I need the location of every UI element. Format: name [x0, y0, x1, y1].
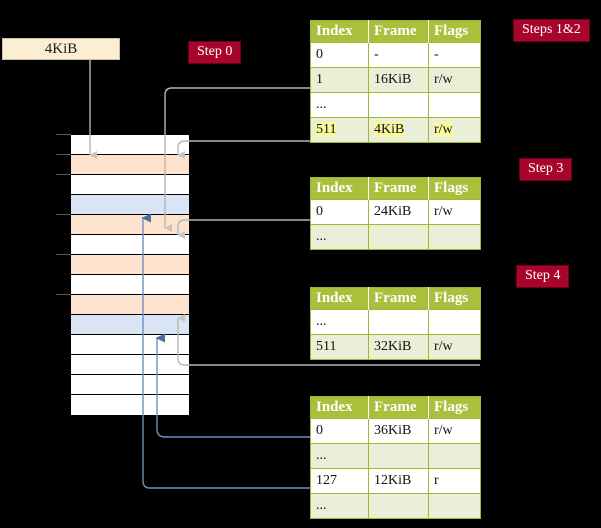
grid-tick-mark — [56, 154, 71, 155]
cell-index: ... — [310, 493, 369, 519]
cell-index: 511 — [310, 334, 369, 360]
table-row: ... — [310, 224, 481, 250]
table-row: ... — [310, 443, 481, 469]
table-header-row: Index Frame Flags — [310, 177, 481, 200]
cell-frame — [368, 224, 429, 250]
table-header-row: Index Frame Flags — [310, 20, 481, 43]
column-header-flags: Flags — [428, 396, 481, 419]
table-header-row: Index Frame Flags — [310, 396, 481, 419]
column-header-index: Index — [310, 287, 369, 310]
grid-tick-mark — [56, 214, 71, 215]
table-row: 0 - - — [310, 42, 481, 68]
memory-row — [71, 175, 189, 195]
cell-frame — [368, 92, 429, 118]
highlighted-value: r/w — [434, 122, 453, 137]
wire-table1-row511-to-grid — [177, 140, 480, 159]
cell-index: ... — [310, 224, 369, 250]
table-header-row: Index Frame Flags — [310, 287, 481, 310]
cell-frame: 16KiB — [368, 67, 429, 93]
column-header-frame: Frame — [368, 177, 429, 200]
step-badge-step-3: Step 3 — [519, 158, 573, 182]
table-row-highlighted: 511 4KiB r/w — [310, 117, 481, 143]
page-table-2: Index Frame Flags 0 24KiB r/w ... — [310, 177, 481, 250]
memory-row — [71, 395, 189, 415]
memory-row — [71, 335, 189, 355]
cell-flags — [428, 309, 481, 335]
cell-index: 127 — [310, 468, 369, 494]
page-table-3: Index Frame Flags ... 511 32KiB r/w — [310, 287, 481, 360]
cell-index: 0 — [310, 42, 369, 68]
cell-frame — [368, 309, 429, 335]
step-badge-step-4: Step 4 — [516, 265, 570, 289]
cell-frame: 24KiB — [368, 199, 429, 225]
memory-row — [71, 155, 189, 175]
highlighted-value: 511 — [316, 122, 337, 137]
cell-flags: r/w — [428, 418, 481, 444]
step-badge-step-0: Step 0 — [188, 41, 242, 65]
memory-row — [71, 315, 189, 335]
table-row: 127 12KiB r — [310, 468, 481, 494]
cell-frame: 12KiB — [368, 468, 429, 494]
cell-index: ... — [310, 92, 369, 118]
page-table-4: Index Frame Flags 0 36KiB r/w ... 127 12… — [310, 396, 481, 519]
column-header-frame: Frame — [368, 20, 429, 43]
column-header-frame: Frame — [368, 287, 429, 310]
table-row: ... — [310, 309, 481, 335]
cell-flags — [428, 443, 481, 469]
cell-index: ... — [310, 309, 369, 335]
grid-tick-mark — [56, 174, 71, 175]
cell-index: 0 — [310, 418, 369, 444]
grid-tick-mark — [56, 294, 71, 295]
cell-index: 1 — [310, 67, 369, 93]
memory-row — [71, 295, 189, 315]
table-row: 1 16KiB r/w — [310, 67, 481, 93]
cell-flags: r/w — [428, 199, 481, 225]
cell-index: 511 — [310, 117, 369, 143]
physical-memory-grid — [70, 134, 190, 415]
cell-frame: - — [368, 42, 429, 68]
cell-frame: 32KiB — [368, 334, 429, 360]
table-row: ... — [310, 92, 481, 118]
memory-row — [71, 255, 189, 275]
memory-row — [71, 355, 189, 375]
cell-frame — [368, 493, 429, 519]
cell-flags: r/w — [428, 67, 481, 93]
column-header-index: Index — [310, 177, 369, 200]
highlighted-value: 4KiB — [374, 122, 405, 137]
cell-frame — [368, 443, 429, 469]
grid-tick-mark — [56, 254, 71, 255]
column-header-flags: Flags — [428, 20, 481, 43]
step-badge-steps-1-2: Steps 1&2 — [513, 19, 590, 43]
cell-frame: 4KiB — [368, 117, 429, 143]
memory-row — [71, 195, 189, 215]
column-header-index: Index — [310, 20, 369, 43]
column-header-index: Index — [310, 396, 369, 419]
cell-flags — [428, 92, 481, 118]
cell-index: ... — [310, 443, 369, 469]
cell-flags — [428, 493, 481, 519]
column-header-flags: Flags — [428, 177, 481, 200]
frame-box-4kib: 4KiB — [2, 38, 120, 60]
grid-tick-mark — [56, 134, 71, 135]
page-table-1: Index Frame Flags 0 - - 1 16KiB r/w ... … — [310, 20, 481, 143]
cell-flags: - — [428, 42, 481, 68]
cell-flags: r — [428, 468, 481, 494]
cell-flags: r/w — [428, 117, 481, 143]
column-header-flags: Flags — [428, 287, 481, 310]
column-header-frame: Frame — [368, 396, 429, 419]
memory-row — [71, 235, 189, 255]
table-row: 0 36KiB r/w — [310, 418, 481, 444]
cell-frame: 36KiB — [368, 418, 429, 444]
cell-flags — [428, 224, 481, 250]
table-row: ... — [310, 493, 481, 519]
memory-row — [71, 375, 189, 395]
memory-row — [71, 215, 189, 235]
memory-row — [71, 275, 189, 295]
cell-index: 0 — [310, 199, 369, 225]
memory-row — [71, 135, 189, 155]
table-row: 0 24KiB r/w — [310, 199, 481, 225]
table-row: 511 32KiB r/w — [310, 334, 481, 360]
cell-flags: r/w — [428, 334, 481, 360]
